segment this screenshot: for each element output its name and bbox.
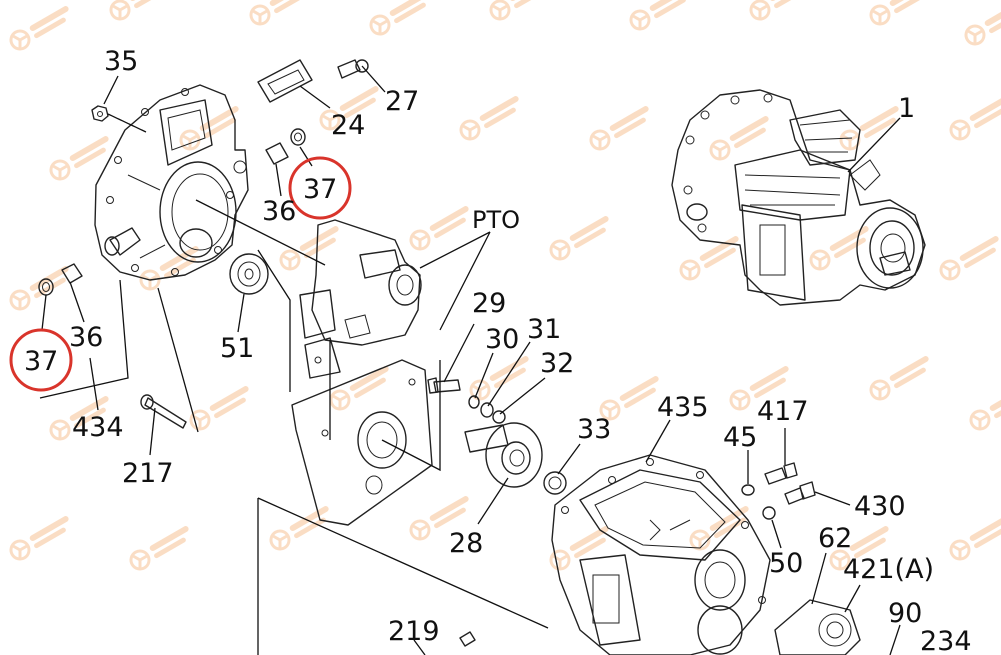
callout-51: 51 [220,333,254,364]
callout-219: 219 [388,616,440,647]
callout-434: 434 [72,412,124,443]
motors-group-logo-icon [709,116,769,161]
motors-group-logo-icon [689,506,749,551]
motors-group-logo-icon [629,0,689,31]
callout-430: 430 [854,491,906,522]
callout-32: 32 [540,348,574,379]
motors-group-logo-icon [939,236,999,281]
motors-group-logo-icon [964,1,1001,46]
motors-group-logo-icon [829,526,889,571]
callout-50: 50 [769,548,803,579]
callout-36-lower: 36 [69,322,103,353]
callout-45: 45 [723,422,757,453]
nut-icon [91,105,109,122]
bolt-icon [337,59,361,79]
callout-labels: 35 27 24 37 36 1 PTO 37 36 51 434 217 29… [24,46,972,655]
motors-group-logo-icon [599,376,659,421]
callout-417: 417 [757,396,809,427]
motors-group-logo-icon [189,386,249,431]
callout-421a: 421(A) [843,554,934,585]
motors-group-logo-icon [459,96,519,141]
callout-435: 435 [657,392,709,423]
motors-group-logo-icon [809,226,869,271]
motors-group-logo-icon [749,0,809,21]
motors-group-logo-icon [9,266,69,311]
callout-28: 28 [449,528,483,559]
callout-37-upper: 37 [303,174,337,205]
callout-217: 217 [122,458,174,489]
motors-group-logo-icon [9,6,69,51]
motors-group-logo-icon [279,226,339,271]
motors-group-logo-icon [869,0,929,26]
highlight-circle-37-upper [288,156,352,220]
callout-27: 27 [385,86,419,117]
bushing-icon [61,263,83,284]
output-shaft-drawing [427,377,567,495]
motors-group-logo-icon [9,516,69,561]
callout-31: 31 [527,314,561,345]
callout-36-upper: 36 [262,196,296,227]
callout-1: 1 [898,93,915,124]
motors-group-logo-icon [549,526,609,571]
callout-90: 90 [888,598,922,629]
motors-group-logo-icon [409,496,469,541]
small-parts-right [459,462,861,655]
motors-group-logo-icon [969,386,1001,431]
motors-group-logo-icon [109,0,169,21]
pto-unit-drawing [291,219,491,526]
motors-group-logo-icon [729,366,789,411]
motors-group-logo-icon [369,0,429,36]
motors-group-logo-icon [589,106,649,151]
motors-group-logo-icon [139,246,199,291]
transmission-assembly-drawing [671,89,926,306]
motors-group-logo-icon [949,96,1001,141]
motors-group-logo-icon [949,516,1001,561]
callout-37-lower: 37 [24,346,58,377]
motors-group-logo-icon [129,526,189,571]
leader-lines [39,65,901,655]
small-parts-left [38,59,369,429]
motors-group-logo-icon [409,206,469,251]
motors-group-logo-icon [329,366,389,411]
gear-case-drawing [551,454,771,655]
callout-234: 234 [920,626,972,655]
callout-pto: PTO [472,206,520,234]
highlight-circle-37-lower [9,328,73,392]
motors-group-logo-icon [49,136,109,181]
motors-group-logo-icon [319,86,379,131]
callout-62: 62 [818,523,852,554]
motors-group-logo-icon [549,216,609,261]
motors-group-logo-icon [679,236,739,281]
callout-30: 30 [485,324,519,355]
oil-seal-icon [229,253,269,295]
motors-group-logo-icon [49,396,109,441]
highlight-circles [9,156,352,392]
plate-icon [257,59,313,103]
callout-35: 35 [104,46,138,77]
watermark-layer [9,0,1001,571]
callout-29: 29 [472,288,506,319]
callout-33: 33 [577,414,611,445]
clutch-housing-drawing [94,84,249,281]
motors-group-logo-icon [489,0,549,21]
motors-group-logo-icon [249,0,309,26]
motors-group-logo-icon [839,106,899,151]
motors-group-logo-icon [269,506,329,551]
motors-group-logo-icon [869,356,929,401]
callout-24: 24 [331,110,365,141]
